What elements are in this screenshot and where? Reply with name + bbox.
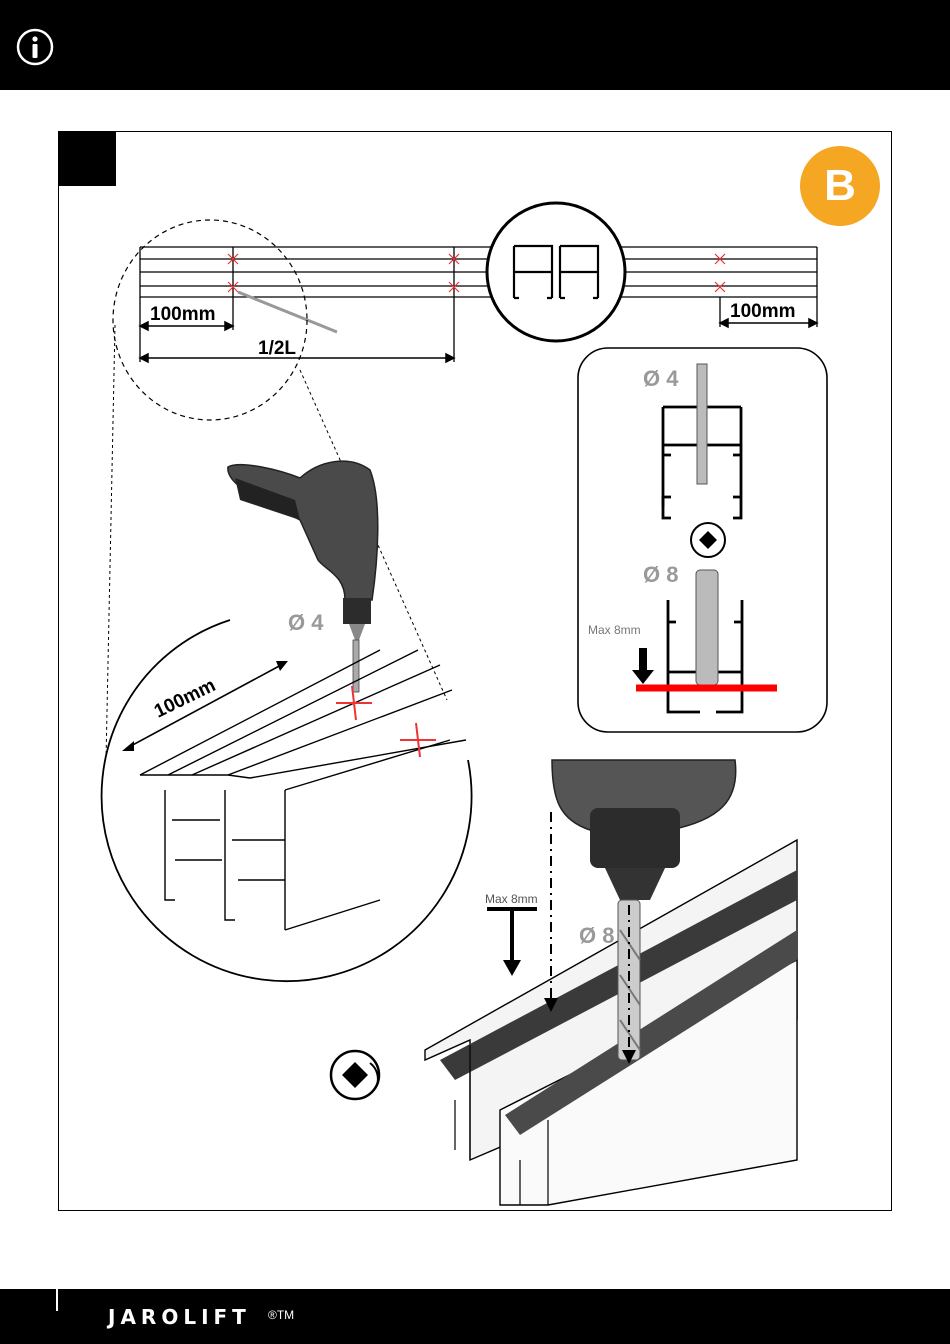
brand-logo: JAROLIFT xyxy=(108,1305,251,1329)
dim-center: 1/2L xyxy=(258,338,296,359)
rotation-icon-large xyxy=(331,1051,379,1099)
depth-stop-symbol xyxy=(487,907,537,976)
profile-section xyxy=(487,203,625,341)
closeup-drill-label: Ø 4 xyxy=(288,610,324,635)
footer-divider xyxy=(56,1289,58,1311)
main-drill-bit xyxy=(696,570,718,685)
main-drill-scene xyxy=(425,760,797,1205)
pilot-drill-label: Ø 4 xyxy=(643,366,679,391)
main-view-drill-label: Ø 8 xyxy=(579,923,614,948)
dim-right-offset: 100mm xyxy=(730,301,796,322)
dim-left-offset: 100mm xyxy=(150,304,216,325)
rail-closeup xyxy=(102,620,472,981)
brand-trademark: ®TM xyxy=(268,1308,294,1322)
main-view-max-depth: Max 8mm xyxy=(485,892,538,906)
pilot-drill-bit xyxy=(697,364,707,484)
main-drill-label: Ø 8 xyxy=(643,562,678,587)
mini-drill-bit xyxy=(238,292,337,332)
detail-max-depth: Max 8mm xyxy=(588,623,641,637)
rotation-icon-small xyxy=(691,523,725,557)
